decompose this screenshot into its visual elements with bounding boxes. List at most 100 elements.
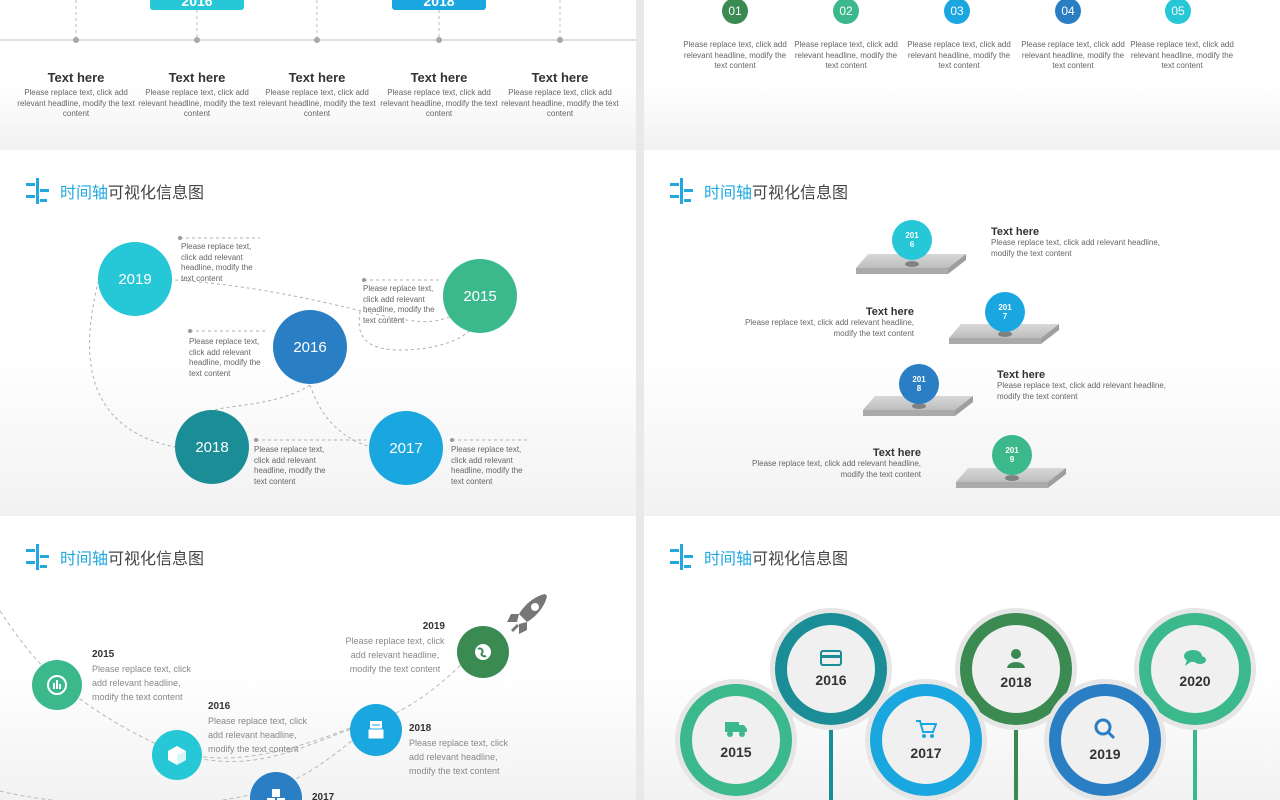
ring-2016: 2016: [770, 608, 892, 730]
slide-title: 时间轴可视化信息图: [668, 544, 848, 570]
cube-icon: [152, 730, 202, 780]
slide-title: 时间轴可视化信息图: [24, 544, 204, 570]
step-text: Text here Please replace text, click add…: [997, 369, 1177, 402]
ring-2020: 2020: [1134, 608, 1256, 730]
slide-title: 时间轴可视化信息图: [668, 178, 848, 204]
year-bottom: 8: [916, 384, 922, 393]
year-pill-2018: 2018: [392, 0, 486, 10]
timeline-entry: 2015 Please replace text, click add rele…: [92, 649, 202, 704]
slide-bubble-timeline[interactable]: 时间轴可视化信息图 2019 2015 2016 2018 2017 Pleas…: [0, 150, 636, 516]
rocket-icon: [505, 592, 551, 641]
timeline-entry: 2019 Please replace text, click add rele…: [345, 621, 445, 676]
entry-year: 2018: [409, 723, 432, 734]
year-bottom: 7: [1002, 312, 1008, 321]
step-text: Text here Please replace text, click add…: [991, 226, 1171, 259]
title-rest: 可视化信息图: [752, 549, 849, 568]
bubble-desc: Please replace text, click add relevant …: [254, 445, 326, 486]
cart-icon: [916, 720, 937, 738]
year-bubble-2015: 2015: [443, 259, 517, 333]
entry-desc: Please replace text, click add relevant …: [345, 636, 445, 674]
ring-year: 2017: [910, 745, 942, 761]
slide-timeline-top-left[interactable]: 2016 2018 Text here Please replace text,…: [0, 0, 636, 150]
slide-ring-timeline[interactable]: 时间轴可视化信息图 2016 2018: [644, 516, 1280, 800]
title-highlight: 时间轴: [60, 549, 109, 568]
bubble-desc: Please replace text, click add relevant …: [363, 284, 435, 325]
slide-rocket-timeline[interactable]: 时间轴可视化信息图 2015 Please replace text, clic…: [0, 516, 636, 800]
ring-year: 2016: [815, 672, 847, 688]
item-heading: Text here: [168, 70, 226, 85]
entry-year: 2019: [422, 621, 445, 632]
title-highlight: 时间轴: [60, 183, 109, 202]
timeline-logo-icon: [668, 178, 696, 204]
user-icon: [1007, 649, 1025, 668]
bubble-desc: Please replace text, click add relevant …: [181, 242, 253, 283]
entry-desc: Please replace text, click add relevant …: [208, 716, 308, 754]
year-top: 201: [998, 303, 1012, 312]
year-bottom: 9: [1009, 455, 1015, 464]
entry-year: 2015: [92, 649, 115, 660]
timeline-logo-icon: [668, 544, 696, 570]
step-heading: Text here: [865, 306, 914, 318]
chat-icon: [1184, 650, 1206, 666]
step-desc: Please replace text, click add relevant …: [991, 238, 1160, 258]
timeline-item: Text here Please replace text, click add…: [16, 70, 136, 120]
step-text: Text here Please replace text, click add…: [751, 447, 921, 480]
timeline-entry: 2017: [312, 792, 372, 800]
ring-year: 2015: [720, 744, 752, 760]
entry-desc: Please replace text, click add relevant …: [409, 738, 509, 776]
timeline-item: Text here Please replace text, click add…: [137, 70, 257, 120]
credit-card-icon: [820, 650, 842, 666]
step-number: 01: [722, 0, 748, 24]
step-desc: Please replace text, click add relevant …: [997, 381, 1166, 401]
year-bubble-2018: 2018: [175, 410, 249, 484]
bubble-desc: Please replace text, click add relevant …: [451, 445, 523, 486]
item-desc: Please replace text, click add relevant …: [501, 88, 619, 118]
bubble-desc: Please replace text, click add relevant …: [189, 337, 261, 378]
platforms: [856, 254, 1066, 488]
step-desc: Please replace text, click add relevant …: [752, 459, 921, 479]
step-desc: Please replace text, click add relevant …: [745, 318, 914, 338]
title-rest: 可视化信息图: [752, 183, 849, 202]
item-desc: Please replace text, click add relevant …: [258, 88, 376, 118]
timeline-entry: 2018 Please replace text, click add rele…: [409, 723, 519, 778]
step-desc: Please replace text, click add relevant …: [1021, 40, 1125, 70]
ring-2018: 2018: [955, 608, 1077, 730]
step-heading: Text here: [997, 369, 1046, 381]
year-top: 201: [912, 375, 926, 384]
step-number: 04: [1055, 0, 1081, 24]
ring-2017: 2017: [865, 679, 987, 800]
step-desc: Please replace text, click add relevant …: [1130, 40, 1234, 70]
item-desc: Please replace text, click add relevant …: [17, 88, 135, 118]
document-icon: [350, 704, 402, 756]
step-desc: Please replace text, click add relevant …: [907, 40, 1011, 70]
step-desc: Please replace text, click add relevant …: [683, 40, 787, 70]
step-number: 03: [944, 0, 970, 24]
chart-icon: [32, 660, 82, 710]
year-bubble-2017: 2017: [369, 411, 443, 485]
step-heading: Text here: [872, 447, 921, 459]
item-heading: Text here: [288, 70, 346, 85]
item-desc: Please replace text, click add relevant …: [138, 88, 256, 118]
title-rest: 可视化信息图: [108, 549, 205, 568]
year-bottom: 6: [909, 240, 915, 249]
step-desc: Please replace text, click add relevant …: [794, 40, 898, 70]
title-highlight: 时间轴: [704, 183, 753, 202]
slide-title: 时间轴可视化信息图: [24, 178, 204, 204]
year-pill-2016: 2016: [150, 0, 244, 10]
ring-year: 2020: [1179, 673, 1211, 689]
entry-desc: Please replace text, click add relevant …: [92, 664, 192, 702]
item-heading: Text here: [410, 70, 468, 85]
item-heading: Text here: [47, 70, 105, 85]
ring-year: 2019: [1089, 746, 1121, 762]
timeline-logo-icon: [24, 544, 52, 570]
slide-numbered-steps[interactable]: 01 02 03 04 05 Please replace text, clic…: [644, 0, 1280, 150]
timeline-item: Text here Please replace text, click add…: [257, 70, 377, 120]
title-highlight: 时间轴: [704, 549, 753, 568]
ring-2015: 2015: [675, 679, 797, 800]
step-number: 05: [1165, 0, 1191, 24]
